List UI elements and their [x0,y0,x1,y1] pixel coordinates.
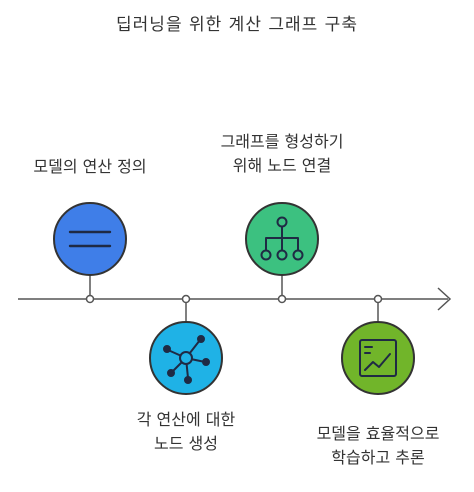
step-3-node [245,202,319,276]
hierarchy-tree-icon [260,216,304,261]
step-1-circle [53,202,127,276]
step-1-label: 모델의 연산 정의 [33,157,147,176]
timeline-dot-1 [85,294,95,304]
timeline-dot-4 [373,294,383,304]
equals-lines-icon [68,230,112,248]
step-2-node [149,321,223,395]
node-network-icon [163,335,210,384]
step-3-label: 그래프를 형성하기 위해 노드 연결 [220,132,344,175]
chart-trend-icon [359,339,397,377]
step-4-node [341,321,415,395]
timeline-arrowhead [437,287,452,311]
step-4-label: 모델을 효율적으로 학습하고 추론 [316,424,440,467]
diagram-title: 딥러닝을 위한 계산 그래프 구축 [116,15,358,35]
step-4-circle [341,321,415,395]
timeline-dot-3 [277,294,287,304]
timeline-dot-2 [181,294,191,304]
step-1-node [53,202,127,276]
step-2-label: 각 연산에 대한 노드 생성 [136,410,236,453]
